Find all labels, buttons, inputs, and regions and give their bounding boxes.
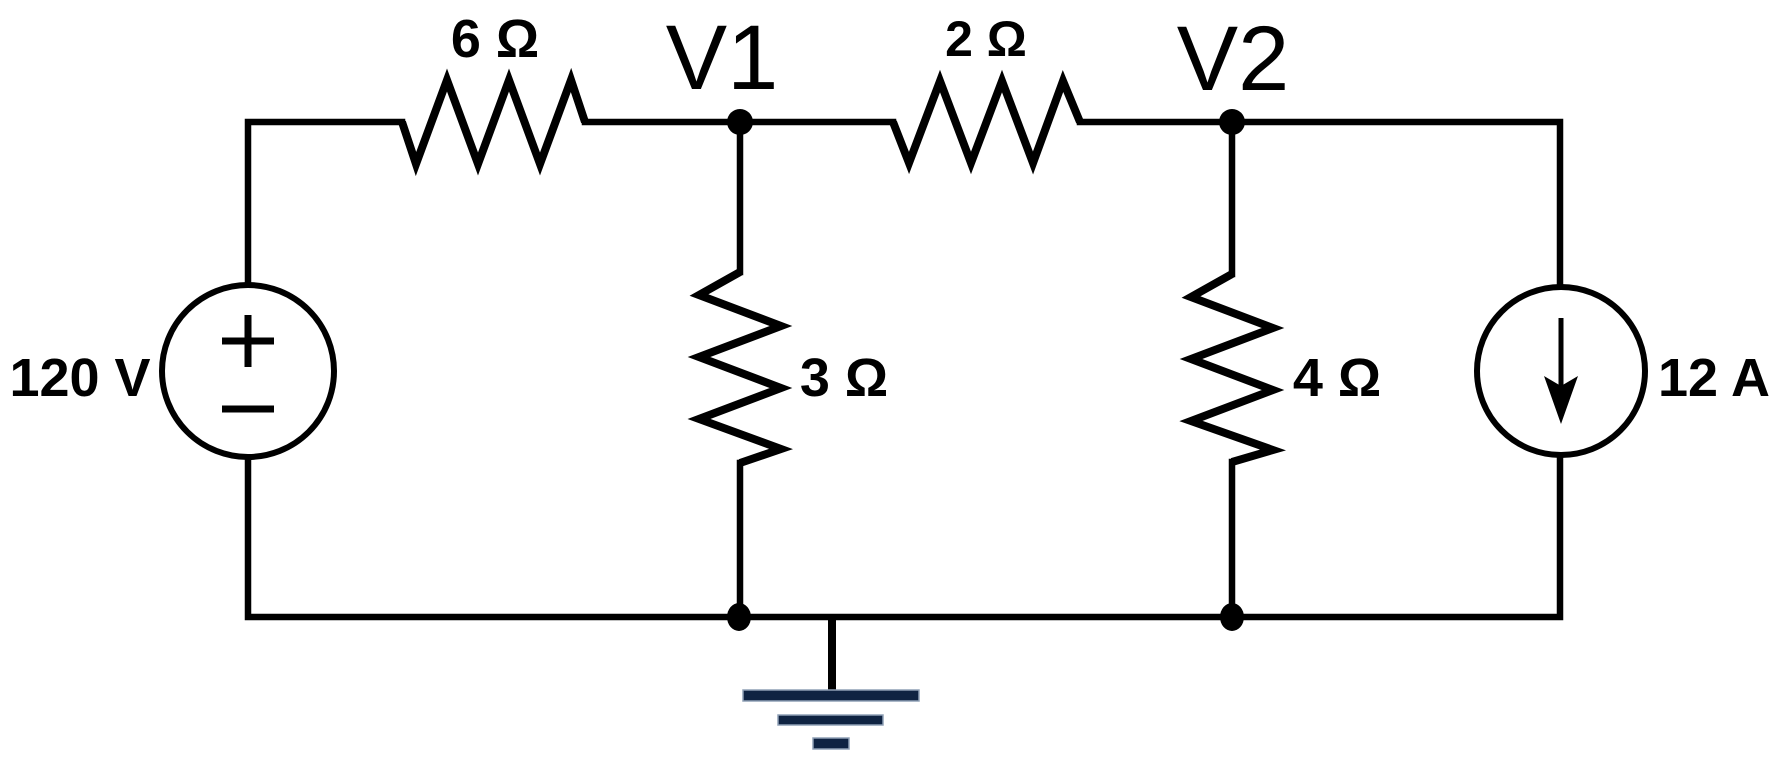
resistor-4ohm-label: 4 Ω — [1293, 348, 1381, 408]
ground-icon — [742, 689, 920, 750]
voltage-source-label: 120 V — [9, 348, 150, 408]
resistor-3ohm-symbol — [687, 268, 793, 467]
wire-bottom-loop — [244, 448, 1564, 621]
resistor-4ohm-symbol — [1179, 270, 1287, 466]
current-source-symbol — [1474, 284, 1648, 458]
current-source-label: 12 A — [1658, 348, 1770, 408]
node-v2-dot — [1219, 109, 1245, 135]
resistor-6ohm-symbol — [398, 67, 589, 177]
resistor-3ohm-label: 3 Ω — [800, 348, 888, 408]
node-v2-label: V2 — [1177, 8, 1290, 110]
resistor-2ohm-label: 2 Ω — [945, 11, 1027, 67]
node-bottom-right-dot — [1220, 603, 1244, 631]
node-v1-dot — [727, 109, 753, 135]
plus-sign-icon — [222, 315, 274, 367]
wire-left-rail-top — [244, 118, 406, 291]
ground-bar-1 — [742, 689, 920, 702]
junction-dots — [727, 109, 1245, 631]
voltage-source-symbol — [159, 282, 337, 460]
ground-bar-2 — [777, 714, 884, 726]
node-bottom-left-dot — [727, 603, 751, 631]
resistors — [398, 67, 1287, 467]
resistor-2ohm-symbol — [889, 69, 1084, 175]
voltage-source-circle — [159, 282, 337, 460]
node-v1-label: V1 — [666, 7, 779, 109]
down-arrow-icon — [1544, 376, 1578, 424]
resistor-6ohm-label: 6 Ω — [451, 9, 539, 69]
ground-bar-3 — [812, 737, 850, 750]
